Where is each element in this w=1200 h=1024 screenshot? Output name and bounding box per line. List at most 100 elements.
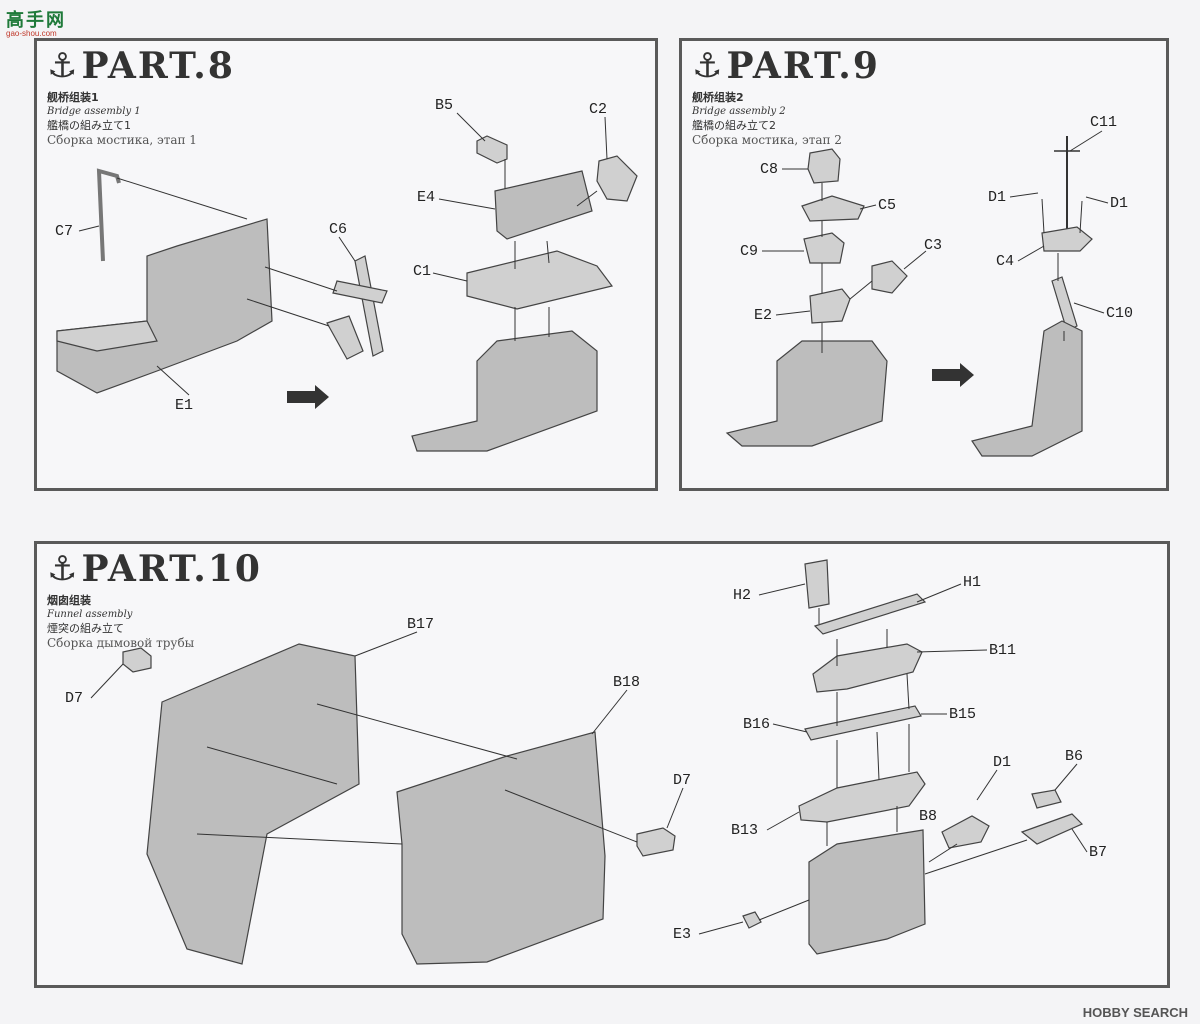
part-e2 <box>809 288 851 324</box>
part-c10 <box>1051 276 1078 332</box>
part-10-jp: 煙突の組み立て <box>47 622 124 635</box>
step-arrow-icon <box>287 385 329 409</box>
callout-b18 <box>591 689 628 735</box>
leader-c3 <box>849 280 873 300</box>
part-8-subtitles: 舰桥组装1 Bridge assembly 1 艦橋の組み立て1 Сборка … <box>47 91 197 147</box>
callout-h2 <box>758 583 806 596</box>
part-8-heading: ⚓ PART.8 <box>47 45 235 87</box>
part-9-cn: 舰桥组装2 <box>692 91 744 104</box>
callout-c1 <box>432 272 468 282</box>
callout-c5 <box>859 204 877 210</box>
ladder-c6-b <box>332 280 388 304</box>
part-c2 <box>596 155 638 202</box>
label-c5: C5 <box>878 197 896 214</box>
label-b5: B5 <box>435 97 453 114</box>
part-9-ru: Сборка мостика, этап 2 <box>692 133 842 147</box>
label-d7-right: D7 <box>673 772 691 789</box>
watermark-url: gao-shou.com <box>6 29 57 38</box>
part-h2 <box>804 559 830 609</box>
callout-c2 <box>604 116 608 160</box>
leader-b8 <box>928 843 958 863</box>
part-b8 <box>941 815 990 849</box>
label-h1: H1 <box>963 574 981 591</box>
callout-e2 <box>775 310 811 316</box>
part-d7-left <box>122 647 152 673</box>
label-e2: E2 <box>754 307 772 324</box>
callout-e1 <box>156 365 190 396</box>
part-9-subtitles: 舰桥组装2 Bridge assembly 2 艦橋の組み立て2 Сборка … <box>692 91 842 147</box>
leader-c2 <box>576 190 598 207</box>
label-b18: B18 <box>613 674 640 691</box>
callout-b7 <box>1071 828 1088 853</box>
part-8-diagram: B5 C2 E4 C7 C6 C1 E1 <box>55 97 638 452</box>
leader-b7 <box>924 839 1028 875</box>
hobby-search-logo-icon: HOBBY SEARCH <box>1083 1005 1188 1020</box>
callout-d1-right <box>1085 196 1109 204</box>
leader-d7-right <box>504 789 638 843</box>
label-b15: B15 <box>949 706 976 723</box>
part-e4 <box>494 170 593 240</box>
part-9-jp: 艦橋の組み立て2 <box>692 119 776 132</box>
part-d7-right <box>636 827 676 857</box>
label-c7: C7 <box>55 223 73 240</box>
panel-part-8: ⚓ PART.8 舰桥组装1 Bridge assembly 1 艦橋の組み立て… <box>34 38 658 491</box>
callout-b16 <box>772 723 808 733</box>
part-c5 <box>801 195 865 222</box>
callout-b6 <box>1054 763 1078 791</box>
part-9-heading: ⚓ PART.9 <box>692 45 880 87</box>
callout-d1 <box>976 769 998 801</box>
leader-b11-b <box>906 673 910 710</box>
ladder-c6-c <box>326 315 364 360</box>
callout-b11 <box>916 649 988 653</box>
label-c1: C1 <box>413 263 431 280</box>
part-9-diagram: C11 C8 C5 D1 D1 C9 C3 C4 E2 C10 <box>725 114 1133 457</box>
callout-c6 <box>338 236 356 262</box>
callout-b5 <box>456 112 486 142</box>
part-b16-b15 <box>804 705 922 741</box>
funnel-assembled <box>808 829 926 955</box>
part-8-cn: 舰桥组装1 <box>47 91 99 104</box>
label-b6: B6 <box>1065 748 1083 765</box>
bridge-deck-e1 <box>56 320 158 352</box>
funnel-half-b18 <box>396 731 606 965</box>
label-e3: E3 <box>673 926 691 943</box>
label-b17: B17 <box>407 616 434 633</box>
callout-d1-left <box>1009 192 1039 198</box>
part-b13 <box>798 771 926 823</box>
part-c9 <box>803 232 845 264</box>
label-d7-left: D7 <box>65 690 83 707</box>
bridge-assembled <box>411 330 598 452</box>
part-8-title: PART.8 <box>81 45 235 87</box>
leader-c6-b <box>246 298 330 327</box>
label-b8: B8 <box>919 808 937 825</box>
label-c9: C9 <box>740 243 758 260</box>
label-b7: B7 <box>1089 844 1107 861</box>
callout-c7 <box>78 225 100 232</box>
callout-c10 <box>1073 302 1105 314</box>
part-c1 <box>466 250 614 310</box>
panel-part-9: ⚓ PART.9 舰桥组装2 Bridge assembly 2 艦橋の組み立て… <box>679 38 1169 491</box>
part-8-ru: Сборка мостика, этап 1 <box>47 133 197 147</box>
label-c11: C11 <box>1090 114 1117 131</box>
callout-d7-right <box>666 787 684 829</box>
part-b7 <box>1020 813 1084 845</box>
label-c8: C8 <box>760 161 778 178</box>
label-c3: C3 <box>924 237 942 254</box>
label-b11: B11 <box>989 642 1016 659</box>
leader-e4-b <box>546 240 550 264</box>
callout-c4 <box>1017 245 1045 262</box>
part-c4 <box>1041 226 1093 252</box>
leader-b17-b18-b <box>206 746 338 785</box>
callout-c11 <box>1069 130 1103 152</box>
part-9-en: Bridge assembly 2 <box>692 106 786 117</box>
part-h1 <box>813 593 927 635</box>
leader-e3 <box>758 899 810 921</box>
bridge-stage-left <box>725 340 888 447</box>
mast-c7 <box>96 168 121 262</box>
callout-c3 <box>903 250 927 270</box>
leader-c7 <box>116 177 248 220</box>
leader-b17-b18-a <box>316 703 518 760</box>
leader-b17-b18-c <box>196 833 403 845</box>
part-10-heading: ⚓ PART.10 <box>47 548 262 590</box>
part-c3 <box>871 260 908 294</box>
